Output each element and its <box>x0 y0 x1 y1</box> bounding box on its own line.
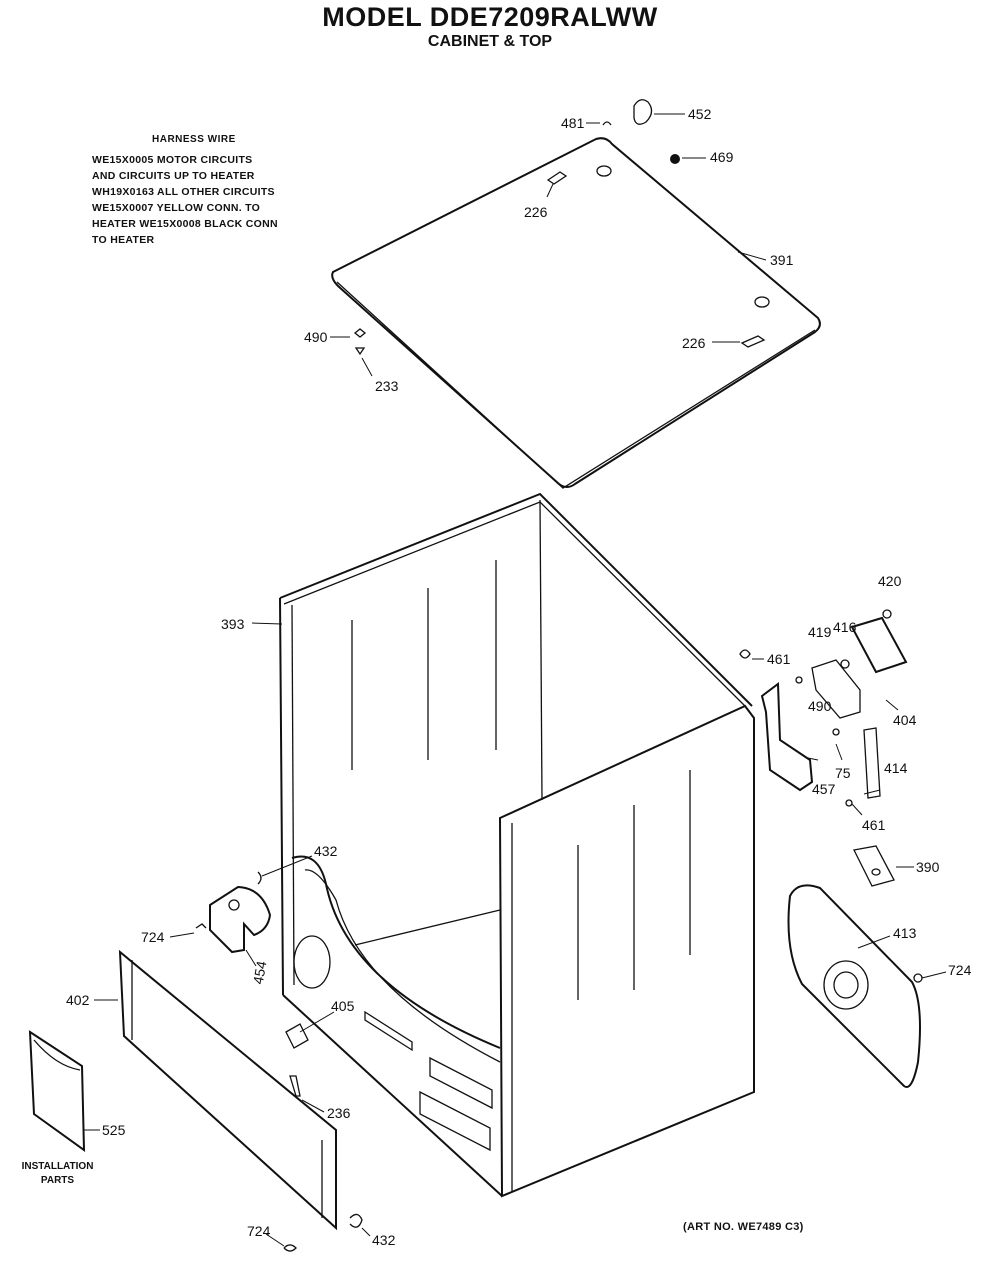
harness-notes: WE15X0005 MOTOR CIRCUITS AND CIRCUITS UP… <box>92 152 278 248</box>
harness-line: HEATER WE15X0008 BLACK CONN <box>92 218 278 230</box>
part-label-724: 724 <box>141 929 165 945</box>
harness-line: WE15X0005 MOTOR CIRCUITS <box>92 154 253 166</box>
part-label-226: 226 <box>524 204 548 220</box>
top-panel <box>331 137 821 489</box>
part-label-490: 490 <box>808 698 832 714</box>
part-label-457: 457 <box>812 781 836 797</box>
part-label-414: 414 <box>884 760 908 776</box>
cabinet-body <box>279 492 755 1198</box>
part-label-469: 469 <box>710 149 734 165</box>
part-label-419: 419 <box>808 624 832 640</box>
part-label-391: 391 <box>770 252 794 268</box>
door-switch-bracket <box>195 871 272 954</box>
installation-label-line: INSTALLATION <box>21 1161 94 1172</box>
terminal-block-assembly <box>739 609 908 887</box>
part-label-525: 525 <box>102 1122 126 1138</box>
part-label-432: 432 <box>314 843 338 859</box>
model-title: MODEL DDE7209RALWW <box>322 2 658 32</box>
part-label-490: 490 <box>304 329 328 345</box>
part-label-454: 454 <box>250 959 270 985</box>
installation-bag <box>28 1030 86 1152</box>
part-label-405: 405 <box>331 998 355 1014</box>
part-label-461: 461 <box>767 651 791 667</box>
installation-parts-label: INSTALLATION PARTS <box>10 1160 105 1188</box>
part-label-393: 393 <box>221 616 245 632</box>
part-label-420: 420 <box>878 573 902 589</box>
art-number: (ART NO. WE7489 C3) <box>683 1221 804 1233</box>
harness-heading: HARNESS WIRE <box>152 134 236 145</box>
part-label-481: 481 <box>561 115 585 131</box>
harness-line: WH19X0163 ALL OTHER CIRCUITS <box>92 186 275 198</box>
part-label-461: 461 <box>862 817 886 833</box>
leader-lines <box>84 113 947 1247</box>
part-label-724: 724 <box>247 1223 271 1239</box>
section-subtitle: CABINET & TOP <box>427 33 553 50</box>
part-label-226: 226 <box>682 335 706 351</box>
rear-access-panel <box>787 884 923 1088</box>
small-fasteners <box>283 1023 363 1252</box>
part-label-236: 236 <box>327 1105 351 1121</box>
harness-line: TO HEATER <box>92 234 155 246</box>
harness-line: AND CIRCUITS UP TO HEATER <box>92 170 255 182</box>
part-label-432: 432 <box>372 1232 396 1248</box>
top-hardware <box>353 99 680 356</box>
part-label-724: 724 <box>948 962 972 978</box>
part-label-390: 390 <box>916 859 940 875</box>
installation-label-line: PARTS <box>40 1175 75 1186</box>
part-label-452: 452 <box>688 106 712 122</box>
part-label-75: 75 <box>835 765 851 781</box>
harness-line: WE15X0007 YELLOW CONN. TO <box>92 202 261 214</box>
part-labels: 481 452 469 226 391 490 233 226 420 393 … <box>66 106 972 1248</box>
toe-kick-panel <box>118 949 337 1231</box>
part-label-402: 402 <box>66 992 90 1008</box>
part-label-416: 416 <box>833 619 857 635</box>
part-label-404: 404 <box>893 712 917 728</box>
part-label-233: 233 <box>375 378 399 394</box>
part-label-413: 413 <box>893 925 917 941</box>
